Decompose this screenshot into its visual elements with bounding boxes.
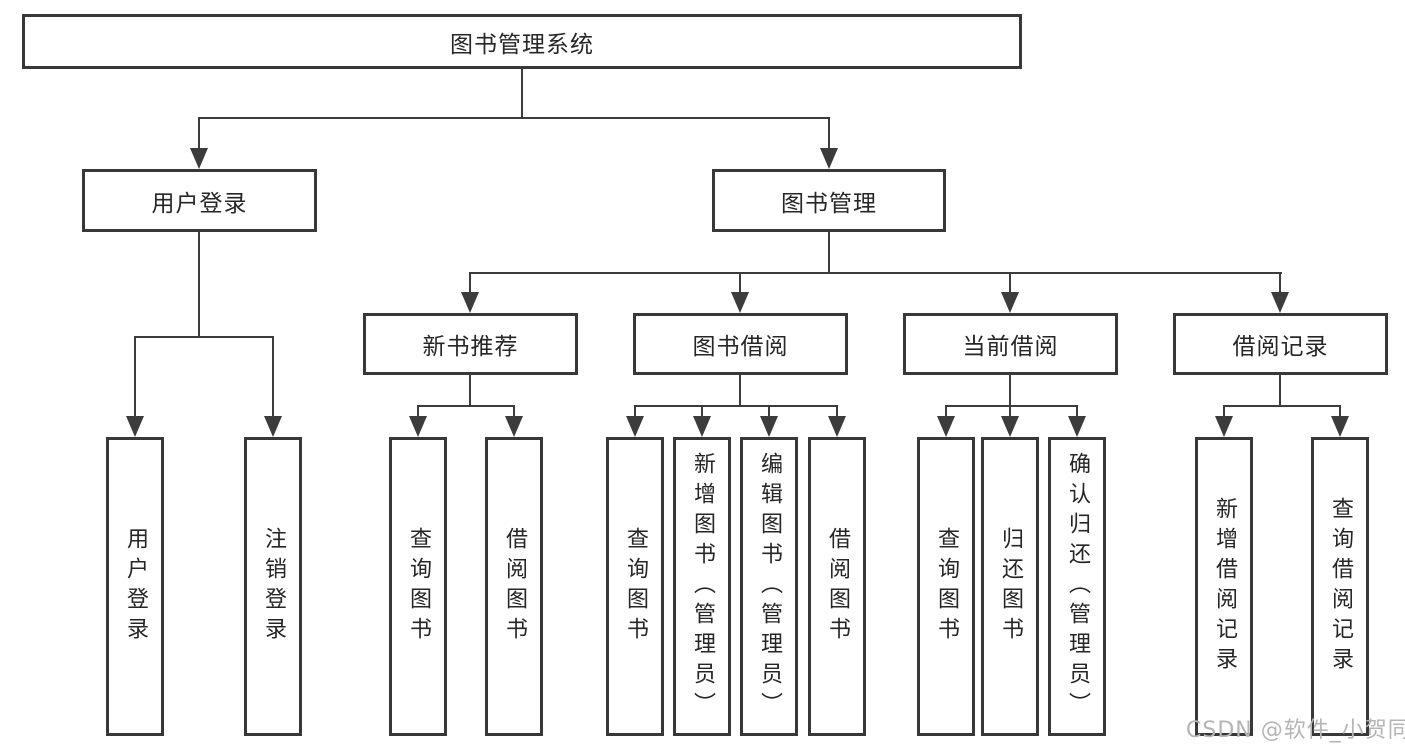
connector-borrow-records-stub — [1279, 375, 1281, 405]
arrowhead-down-icon — [820, 148, 838, 169]
connector-drop — [1223, 405, 1225, 418]
connector-drop — [768, 405, 770, 418]
connector-book-borrow-rail — [635, 405, 838, 407]
node-add-books-admin: 新增图书（管理员） — [673, 437, 731, 736]
arrowhead-down-icon — [760, 416, 778, 437]
connector-drop-leaf-logout — [272, 336, 274, 418]
arrowhead-down-icon — [1001, 416, 1019, 437]
arrowhead-down-icon — [693, 416, 711, 437]
node-borrow-records: 借阅记录 — [1173, 313, 1388, 375]
connector-drop — [945, 405, 947, 418]
connector-drop-book-management — [828, 117, 830, 149]
node-query-books-current: 查询图书 — [917, 437, 975, 736]
node-library-system: 图书管理系统 — [22, 14, 1022, 69]
connector-borrow-records-rail — [1224, 405, 1341, 407]
connector-drop — [634, 405, 636, 418]
connector-drop — [1009, 405, 1011, 418]
arrowhead-down-icon — [731, 292, 749, 313]
node-edit-books-admin: 编辑图书（管理员） — [740, 437, 798, 736]
arrowhead-down-icon — [1271, 292, 1289, 313]
node-query-borrow-record: 查询借阅记录 — [1311, 437, 1369, 736]
arrowhead-down-icon — [1001, 292, 1019, 313]
connector-book-borrow-stub — [739, 375, 741, 405]
node-new-book-recommend: 新书推荐 — [363, 313, 578, 375]
connector-drop-current-borrow — [1009, 272, 1011, 294]
node-query-books-borrow: 查询图书 — [606, 437, 664, 736]
node-return-books: 归还图书 — [981, 437, 1039, 736]
arrowhead-down-icon — [1331, 416, 1349, 437]
connector-drop — [701, 405, 703, 418]
node-borrow-books-recommend: 借阅图书 — [485, 437, 543, 736]
connector-new-book-rail — [417, 405, 515, 407]
node-add-borrow-record: 新增借阅记录 — [1195, 437, 1253, 736]
arrowhead-down-icon — [1215, 416, 1233, 437]
node-current-borrow: 当前借阅 — [903, 313, 1118, 375]
connector-book-management-stub — [828, 232, 830, 272]
connector-drop-leaf-user-login — [134, 336, 136, 418]
arrowhead-down-icon — [461, 292, 479, 313]
connector-drop — [836, 405, 838, 418]
connector-drop-book-borrow — [739, 272, 741, 294]
arrowhead-down-icon — [409, 416, 427, 437]
node-borrow-books-borrow: 借阅图书 — [808, 437, 866, 736]
connector-user-login-rail — [134, 336, 274, 338]
csdn-watermark: CSDN @软件_小贺同学 — [1186, 718, 1405, 743]
connector-drop — [513, 405, 515, 418]
connector-drop-user-login — [198, 117, 200, 149]
connector-drop — [417, 405, 419, 418]
arrowhead-down-icon — [1068, 416, 1086, 437]
node-user-login: 用户登录 — [82, 169, 317, 232]
node-leaf-logout: 注销登录 — [244, 437, 302, 736]
connector-drop — [1076, 405, 1078, 418]
node-book-management: 图书管理 — [712, 169, 946, 232]
connector-current-borrow-rail — [945, 405, 1078, 407]
arrowhead-down-icon — [126, 416, 144, 437]
node-book-borrow: 图书借阅 — [633, 313, 848, 375]
arrowhead-down-icon — [505, 416, 523, 437]
connector-root-stub — [521, 69, 523, 117]
connector-level2-rail — [198, 117, 830, 119]
connector-new-book-stub — [469, 375, 471, 405]
connector-user-login-stub — [198, 232, 200, 336]
node-leaf-user-login: 用户登录 — [106, 437, 164, 736]
connector-drop — [1339, 405, 1341, 418]
arrowhead-down-icon — [190, 148, 208, 169]
arrowhead-down-icon — [264, 416, 282, 437]
connector-current-borrow-stub — [1009, 375, 1011, 405]
node-confirm-return-admin: 确认归还（管理员） — [1048, 437, 1106, 736]
arrowhead-down-icon — [626, 416, 644, 437]
arrowhead-down-icon — [937, 416, 955, 437]
node-query-books-recommend: 查询图书 — [389, 437, 447, 736]
connector-drop-borrow-records — [1279, 272, 1281, 294]
connector-drop-new-book — [469, 272, 471, 294]
arrowhead-down-icon — [828, 416, 846, 437]
connector-level3-rail — [470, 272, 1282, 274]
